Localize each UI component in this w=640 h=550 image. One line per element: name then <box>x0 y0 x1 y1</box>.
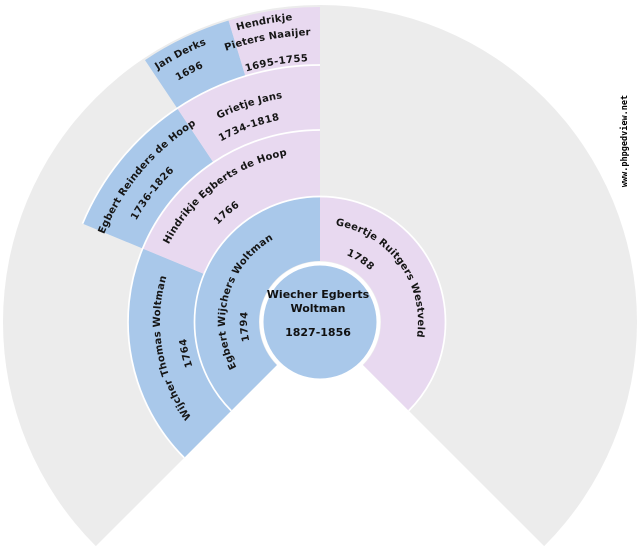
segment-gg-grandfather[interactable] <box>145 20 246 109</box>
ancestor-segments <box>82 6 446 458</box>
segment-gg-grandmother[interactable] <box>228 6 320 77</box>
segment-father[interactable] <box>194 197 320 411</box>
watermark: www.phpgedview.net <box>619 95 630 187</box>
segment-great-grandfather[interactable] <box>82 108 214 249</box>
segment-great-grandmother[interactable] <box>177 65 320 163</box>
segment-mother[interactable] <box>320 197 446 411</box>
segment-paternal-grandfather[interactable] <box>128 248 232 458</box>
segment-paternal-grandmother[interactable] <box>142 130 320 275</box>
ring-separators <box>81 64 447 459</box>
center-person-name-line2: Woltman <box>290 302 345 315</box>
ring-separator-3 <box>81 64 321 224</box>
ring-separator-2 <box>127 129 321 459</box>
ring-separator-1 <box>193 195 447 412</box>
center-person-name-line1: Wiecher Egberts <box>267 288 370 301</box>
center-person-circle[interactable] <box>263 265 377 379</box>
center-person-dates: 1827-1856 <box>285 326 351 339</box>
